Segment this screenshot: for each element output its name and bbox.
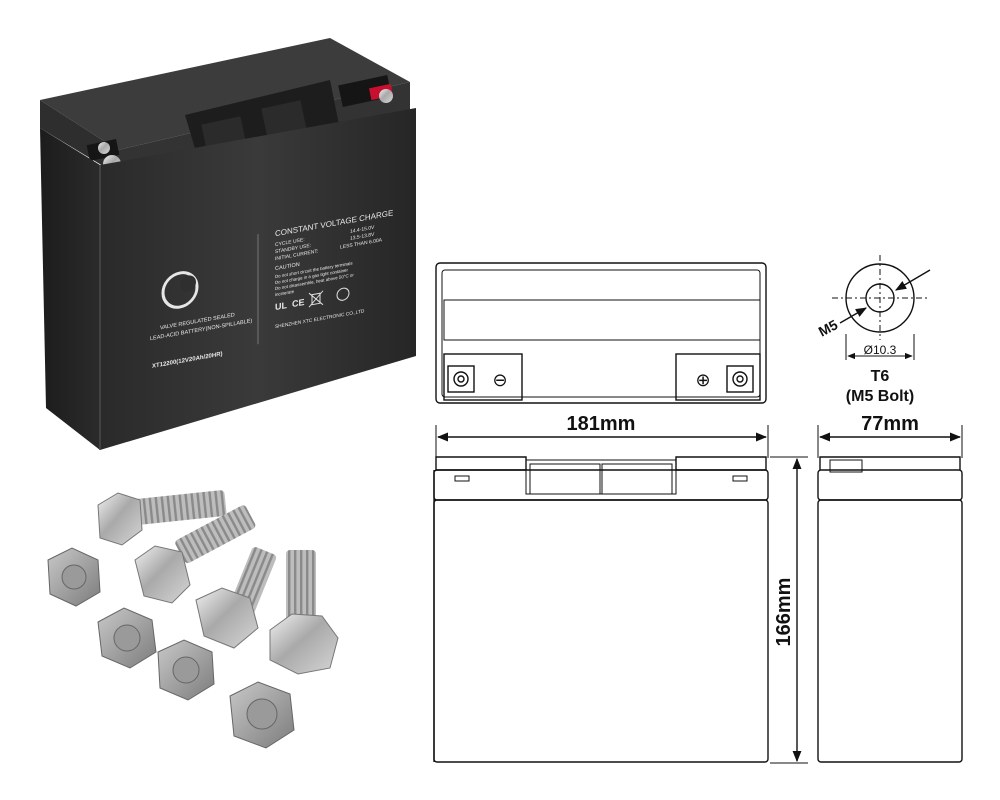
positive-sign-icon: ⊕ <box>695 370 710 390</box>
negative-sign-icon: ⊖ <box>492 370 507 390</box>
depth-dimension <box>817 425 963 458</box>
technical-drawing: ⊖ ⊕ <box>433 255 963 764</box>
side-view <box>817 456 963 763</box>
nut-2 <box>97 607 157 669</box>
cycle-use-label: CYCLE USE: <box>275 237 305 248</box>
depth-label: 77mm <box>861 413 919 435</box>
standby-use-value: 13.5-13.8V <box>350 232 375 242</box>
bolt-2 <box>134 505 256 604</box>
battery-lid-top <box>40 38 410 150</box>
height-dimension <box>770 456 808 764</box>
ce-mark-icon: CE <box>292 297 304 309</box>
nut-1 <box>47 547 101 607</box>
top-view <box>435 262 767 404</box>
bolt-4 <box>269 550 339 675</box>
bolt-size-label: M5 <box>816 316 841 339</box>
bolt-3 <box>195 547 277 649</box>
caution-line-4: incinerate <box>275 289 295 297</box>
terminal-type-label: T6 <box>871 368 890 385</box>
battery-side <box>40 128 100 450</box>
front-view <box>433 456 769 763</box>
nut-4 <box>229 681 295 749</box>
width-dimension <box>435 425 769 458</box>
terminal-bolt-label: (M5 Bolt) <box>846 388 914 405</box>
battery-photo: VALVE REGULATED SEALED LEAD-ACID BATTERY… <box>40 38 416 450</box>
cycle-use-value: 14.4-15.0V <box>350 225 375 235</box>
width-label: 181mm <box>567 413 636 435</box>
recycle-icon <box>336 287 350 301</box>
caution-heading: CAUTION <box>275 262 300 272</box>
positive-terminal <box>338 75 394 107</box>
no-trash-icon <box>308 290 324 308</box>
terminal-detail <box>832 255 931 360</box>
terminal-diameter-label: Ø10.3 <box>864 343 897 357</box>
bolt-1 <box>97 490 227 546</box>
height-label: 166mm <box>773 578 795 647</box>
hardware-photo <box>47 490 339 749</box>
brand-logo-icon <box>161 271 199 309</box>
nut-3 <box>157 639 215 701</box>
ul-mark-icon: UL <box>275 300 287 312</box>
